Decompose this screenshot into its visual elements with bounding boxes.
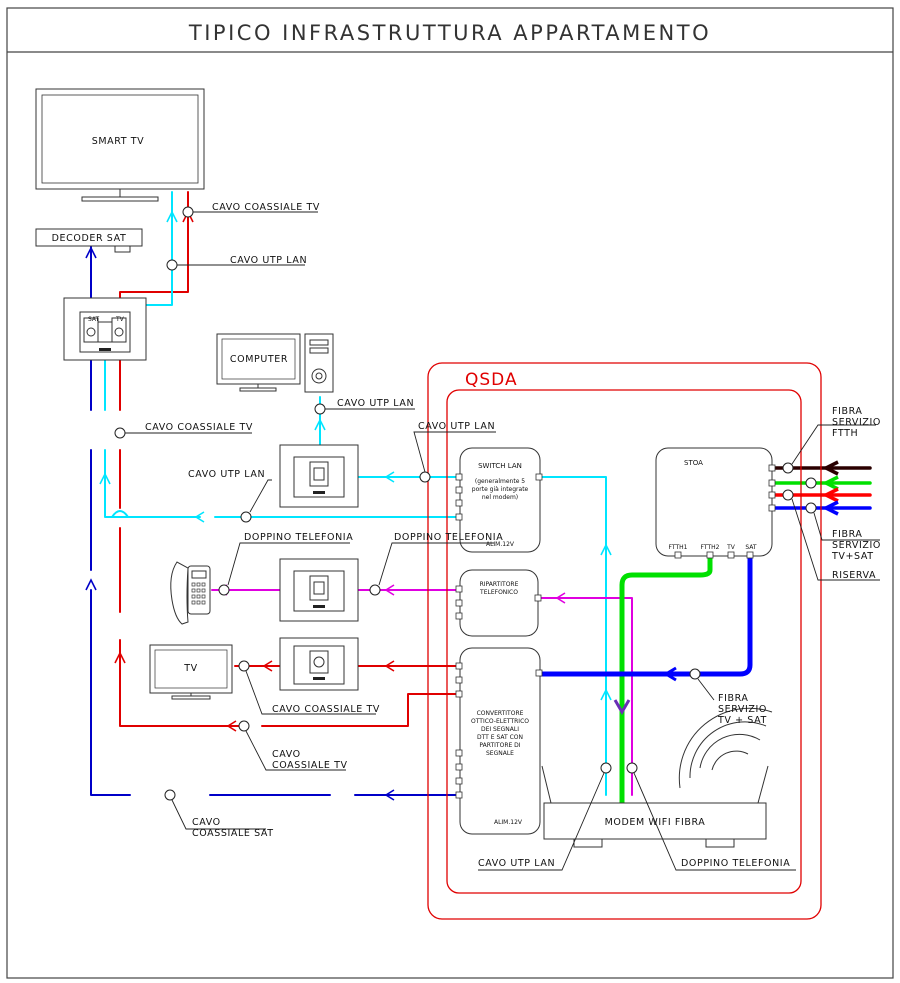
label-riserva: RISERVA bbox=[832, 570, 876, 581]
switch-power: ALIM.12V bbox=[486, 541, 515, 548]
label-phone-1: DOPPINO TELEFONIA bbox=[244, 532, 353, 543]
switch-note-1: (generalmente 5 bbox=[475, 478, 525, 485]
stoa-label: STOA bbox=[684, 459, 703, 467]
label-fiber-tvsat2-c: TV+SAT bbox=[831, 551, 874, 562]
label-fiber-ftth-a: FIBRA bbox=[832, 406, 863, 417]
fiber-ftth2-modem bbox=[619, 553, 713, 806]
splitter-label-1: RIPARTITORE bbox=[480, 581, 519, 588]
drawing-frame bbox=[6, 7, 894, 979]
utp-lan-switch-modem bbox=[539, 476, 607, 796]
modem-label: MODEM WIFI FIBRA bbox=[605, 817, 706, 828]
qsda-inner-panel bbox=[446, 389, 802, 894]
tv-wall-socket bbox=[279, 637, 359, 691]
label-fiber-ftth-c: FTTH bbox=[832, 428, 858, 439]
smart-tv-label: SMART TV bbox=[92, 136, 145, 147]
label-utp-lan-switch: CAVO UTP LAN bbox=[418, 421, 495, 432]
computer-label: COMPUTER bbox=[230, 354, 288, 365]
phone-wall-socket bbox=[279, 558, 359, 622]
label-utp-lan-1: CAVO UTP LAN bbox=[230, 255, 307, 266]
decoder-label: DECODER SAT bbox=[52, 233, 127, 244]
converter-label-4: DTT E SAT CON bbox=[477, 734, 523, 741]
smart-tv: SMART TV bbox=[35, 88, 205, 202]
label-coax-sat-a: CAVO bbox=[192, 817, 221, 828]
utp-lan-run bbox=[104, 357, 461, 518]
socket-tv-label: TV bbox=[115, 316, 125, 323]
label-fiber-tvsat-c: TV + SAT bbox=[717, 715, 767, 726]
label-fiber-tvsat-b: SERVIZIO bbox=[718, 704, 767, 715]
label-coax-tv-1: CAVO COASSIALE TV bbox=[212, 202, 320, 213]
socket-sat-label: SAT bbox=[88, 316, 100, 323]
fiber-sat-converter bbox=[537, 553, 753, 677]
label-fiber-tvsat2-b: SERVIZIO bbox=[832, 540, 881, 551]
label-coax-tv-4b: COASSIALE TV bbox=[272, 760, 348, 771]
stoa-port-sat: SAT bbox=[745, 544, 757, 551]
converter-power: ALIM.12V bbox=[494, 819, 523, 826]
label-fiber-tvsat2-a: FIBRA bbox=[832, 529, 863, 540]
label-coax-tv-2: CAVO COASSIALE TV bbox=[145, 422, 253, 433]
switch-note-3: nel modem) bbox=[482, 494, 518, 501]
label-fiber-tvsat-a: FIBRA bbox=[718, 693, 749, 704]
tv-label: TV bbox=[183, 663, 198, 674]
converter-label-3: DEI SEGNALI bbox=[481, 726, 519, 733]
tv: TV bbox=[149, 644, 233, 700]
decoder-sat: DECODER SAT bbox=[35, 228, 143, 253]
optical-converter: CONVERTITORE OTTICO-ELETTRICO DEI SEGNAL… bbox=[455, 647, 543, 835]
stoa-port-ftth1: FTTH1 bbox=[669, 544, 688, 551]
phone-splitter-modem bbox=[539, 597, 633, 796]
lan-wall-socket bbox=[279, 444, 359, 508]
stoa: STOA FTTH1 FTTH2 TV SAT bbox=[655, 447, 776, 559]
phone-splitter: RIPARTITORE TELEFONICO bbox=[455, 569, 542, 637]
label-fiber-ftth-b: SERVIZIO bbox=[832, 417, 881, 428]
converter-label-2: OTTICO-ELETTRICO bbox=[471, 718, 529, 725]
drawing-title: TIPICO INFRASTRUTTURA APPARTAMENTO bbox=[188, 21, 711, 45]
switch-lan: SWITCH LAN (generalmente 5 porte già int… bbox=[455, 447, 543, 553]
label-phone-2: DOPPINO TELEFONIA bbox=[394, 532, 503, 543]
coax-sat-run bbox=[90, 357, 461, 796]
label-modem-utp: CAVO UTP LAN bbox=[478, 858, 555, 869]
label-coax-sat-b: COASSIALE SAT bbox=[192, 828, 274, 839]
stoa-port-tv: TV bbox=[726, 544, 736, 551]
stoa-port-ftth2: FTTH2 bbox=[701, 544, 720, 551]
switch-title: SWITCH LAN bbox=[478, 462, 522, 470]
splitter-label-2: TELEFONICO bbox=[479, 589, 518, 596]
label-utp-lan-2: CAVO UTP LAN bbox=[188, 469, 265, 480]
callout-markers bbox=[114, 206, 817, 801]
qsda-enclosure bbox=[427, 362, 822, 920]
converter-label-6: SEGNALE bbox=[486, 750, 514, 757]
qsda-label: QSDA bbox=[465, 370, 518, 390]
coax-tv-run bbox=[119, 357, 461, 727]
converter-label-5: PARTITORE DI bbox=[479, 742, 520, 749]
label-modem-phone: DOPPINO TELEFONIA bbox=[681, 858, 790, 869]
tv-sat-wall-plate: SAT TV bbox=[63, 297, 147, 361]
label-utp-lan-pc: CAVO UTP LAN bbox=[337, 398, 414, 409]
cable-crossing bbox=[111, 510, 129, 518]
switch-note-2: porte già integrate bbox=[472, 486, 529, 493]
label-coax-tv-4a: CAVO bbox=[272, 749, 301, 760]
callout-leaders bbox=[125, 211, 880, 871]
telephone bbox=[170, 561, 211, 625]
computer: COMPUTER bbox=[216, 333, 334, 393]
converter-label-1: CONVERTITORE bbox=[477, 710, 524, 717]
label-coax-tv-3: CAVO COASSIALE TV bbox=[272, 704, 380, 715]
